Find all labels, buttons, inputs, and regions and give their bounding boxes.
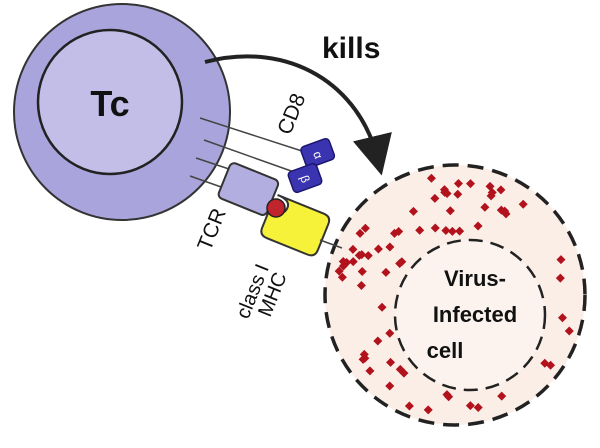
viral-particle <box>337 272 347 282</box>
tc-cell: Tc <box>13 3 231 221</box>
viral-particle <box>354 250 364 260</box>
viral-particle <box>496 185 506 195</box>
viral-particle <box>447 226 457 236</box>
tcr-label: TCR <box>193 205 230 254</box>
cd8-alpha-label: α <box>310 149 326 160</box>
viral-particle <box>473 221 483 231</box>
viral-particle <box>445 206 455 216</box>
viral-particle <box>334 266 344 276</box>
viral-particle <box>348 244 358 254</box>
cd8-beta-chain <box>287 162 323 194</box>
viral-particle <box>373 336 383 346</box>
virus-infected-cell: Virus- Infected cell <box>323 163 587 427</box>
viral-particle <box>395 364 405 374</box>
viral-particle <box>430 223 440 233</box>
target-cell-nucleus <box>393 238 547 392</box>
viral-particle <box>430 193 440 203</box>
viral-particle <box>338 256 348 266</box>
viral-particle <box>546 360 556 370</box>
tcr-stalk-1 <box>195 157 233 171</box>
viral-particle <box>486 191 496 201</box>
tc-cell-nucleus <box>36 28 184 176</box>
viral-particle <box>385 381 395 391</box>
viral-particle <box>455 226 465 236</box>
viral-particle <box>397 257 407 267</box>
viral-particle <box>357 266 367 276</box>
viral-particle <box>440 187 450 197</box>
viral-particle <box>453 189 463 199</box>
tcr-stalk-2 <box>189 175 225 189</box>
viral-particle <box>485 181 495 191</box>
viral-particle <box>360 223 370 233</box>
viral-particle <box>365 366 375 376</box>
tcr-receptor <box>217 162 280 216</box>
viral-particle <box>555 273 565 283</box>
viral-particle <box>359 349 369 359</box>
cd8-beta-label: β <box>297 173 313 184</box>
kills-arrow <box>204 54 392 176</box>
viral-particle <box>473 403 483 413</box>
mhc-stalk <box>319 239 343 249</box>
viral-particle <box>426 173 436 183</box>
viral-particle <box>355 228 365 238</box>
peptide-antigen <box>266 198 286 218</box>
viral-particles <box>334 173 574 415</box>
cd8-beta-stalk <box>203 139 295 173</box>
viral-particle <box>363 251 373 261</box>
viral-particle <box>377 302 387 312</box>
viral-particle <box>453 179 463 189</box>
viral-particle <box>381 267 391 277</box>
viral-particle <box>497 391 507 401</box>
viral-particle <box>385 242 395 252</box>
target-label-line3: cell <box>427 338 464 363</box>
kills-label: kills <box>322 32 380 65</box>
viral-particle <box>386 357 396 367</box>
viral-particle <box>501 209 511 219</box>
viral-particle <box>556 255 566 265</box>
viral-particle <box>442 390 452 400</box>
viral-particle <box>356 280 366 290</box>
viral-particle <box>557 313 567 323</box>
viral-particle <box>408 206 418 216</box>
viral-particle <box>373 244 383 254</box>
cd8-alpha-stalk <box>199 117 306 153</box>
viral-particle <box>465 179 475 189</box>
viral-particle <box>385 328 395 338</box>
tc-label: Tc <box>90 83 129 124</box>
cd8-alpha-chain <box>300 137 336 169</box>
viral-particle <box>389 228 399 238</box>
cd8-label: CD8 <box>273 90 310 138</box>
viral-particle <box>465 401 475 411</box>
viral-particle <box>480 202 490 212</box>
viral-particle <box>518 199 528 209</box>
viral-particle <box>564 326 574 336</box>
target-label-line1: Virus- <box>444 266 506 291</box>
target-label-line2: Infected <box>433 302 517 327</box>
mhc-class-1 <box>260 194 331 257</box>
viral-particle <box>415 225 425 235</box>
viral-particle <box>404 401 414 411</box>
viral-particle <box>348 257 358 267</box>
viral-particle <box>441 225 451 235</box>
viral-particle <box>423 405 433 415</box>
